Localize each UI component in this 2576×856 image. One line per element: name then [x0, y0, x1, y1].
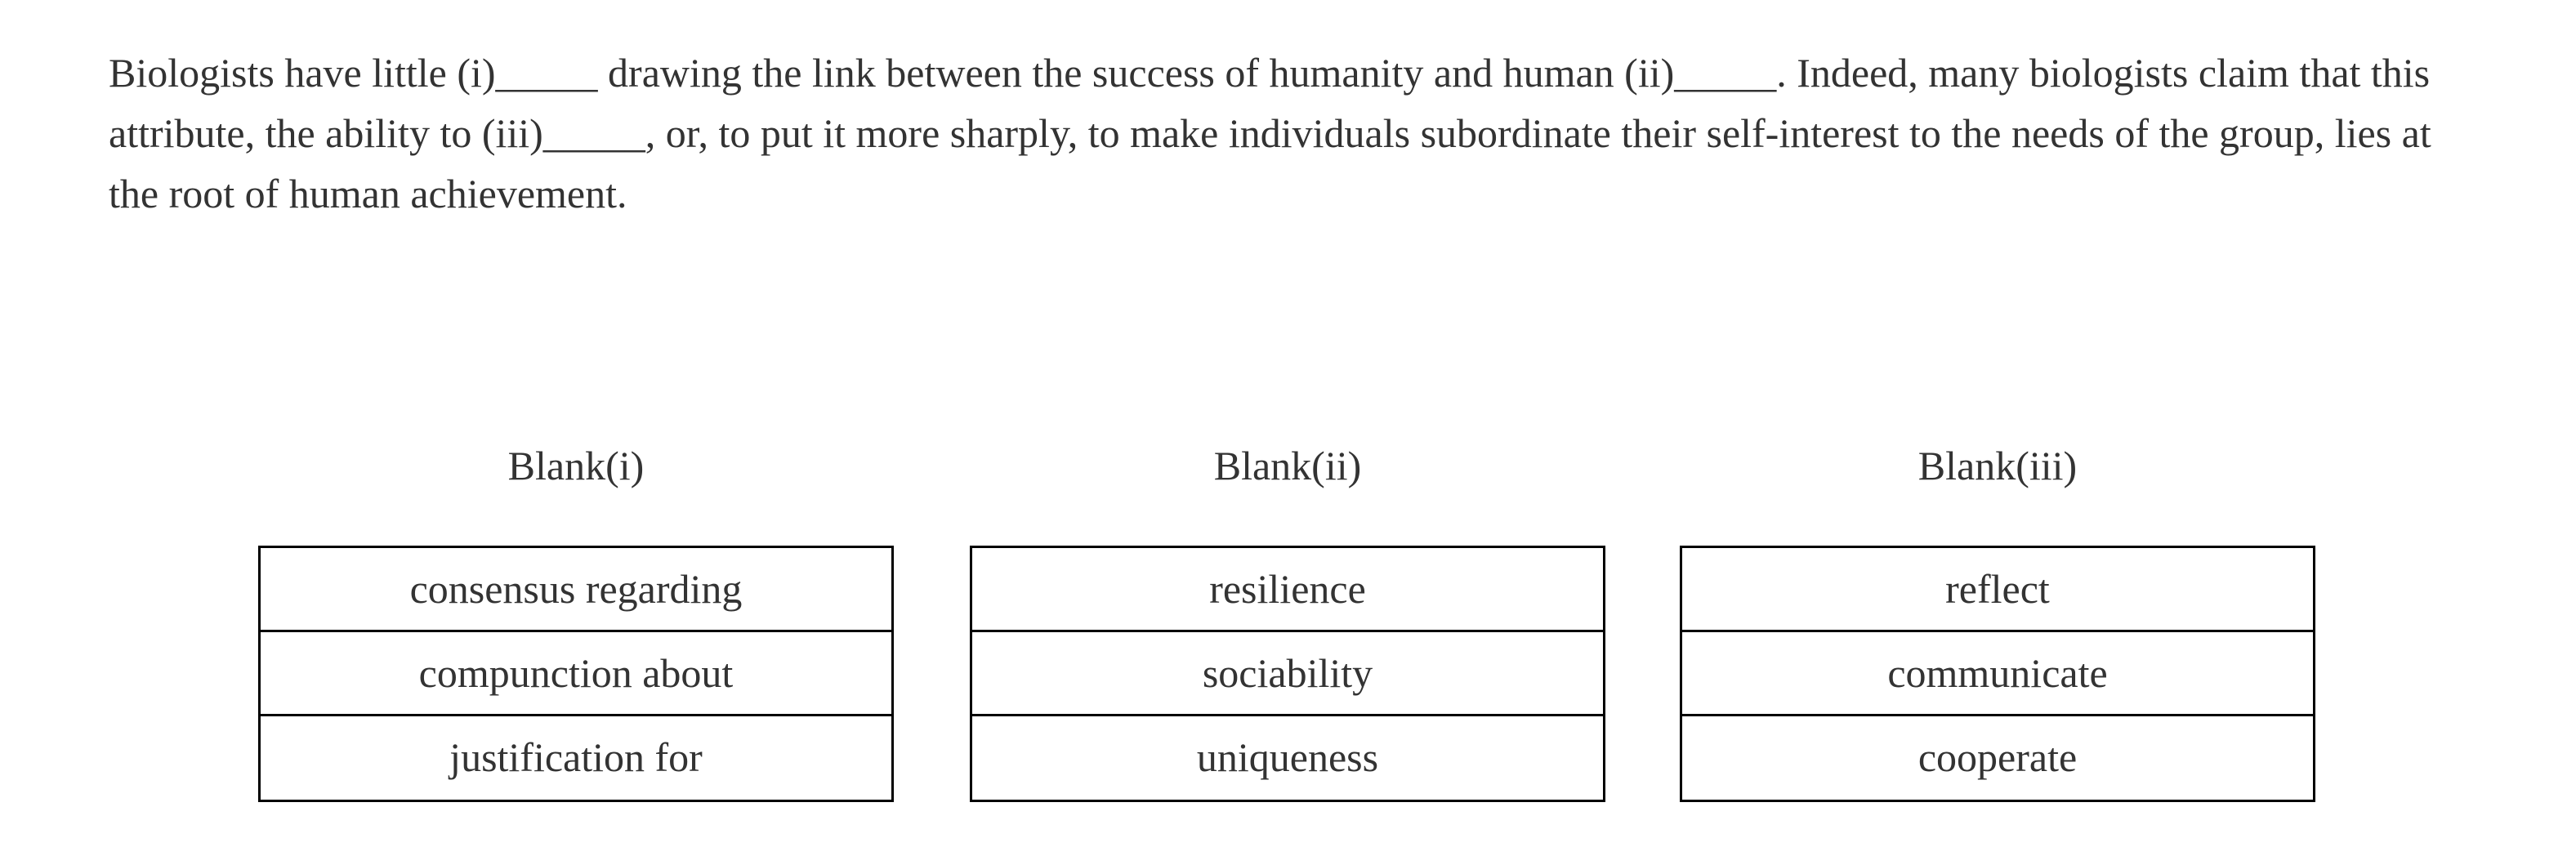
- blank-title-i: Blank(i): [507, 443, 645, 488]
- option-compunction-about[interactable]: compunction about: [261, 632, 891, 716]
- options-table-i: consensus regarding compunction about ju…: [258, 546, 894, 802]
- option-cooperate[interactable]: cooperate: [1917, 734, 2078, 780]
- option-reflect[interactable]: reflect: [1682, 548, 2313, 632]
- question-passage: Biologists have little (i)_____ drawing …: [109, 50, 2431, 216]
- blank-column-i: Blank(i) consensus regarding compunction…: [258, 433, 894, 802]
- option-resilience[interactable]: resilience: [972, 548, 1603, 632]
- blank-column-iii: Blank(iii) reflect communicate cooperate: [1680, 433, 2315, 802]
- options-table-iii: reflect communicate cooperate: [1680, 546, 2315, 802]
- option-sociability[interactable]: sociability: [972, 632, 1603, 716]
- option-consensus-regarding[interactable]: consensus regarding: [261, 548, 891, 632]
- blank-title-ii: Blank(ii): [1213, 443, 1362, 488]
- option-communicate[interactable]: communicate: [1682, 632, 2313, 716]
- options-table-ii: resilience sociability uniqueness: [970, 546, 1605, 802]
- option-justification-for[interactable]: justification for: [449, 734, 703, 780]
- option-uniqueness[interactable]: uniqueness: [1196, 734, 1379, 780]
- blank-title-iii: Blank(iii): [1917, 443, 2078, 488]
- blank-column-ii: Blank(ii) resilience sociability uniquen…: [970, 433, 1605, 802]
